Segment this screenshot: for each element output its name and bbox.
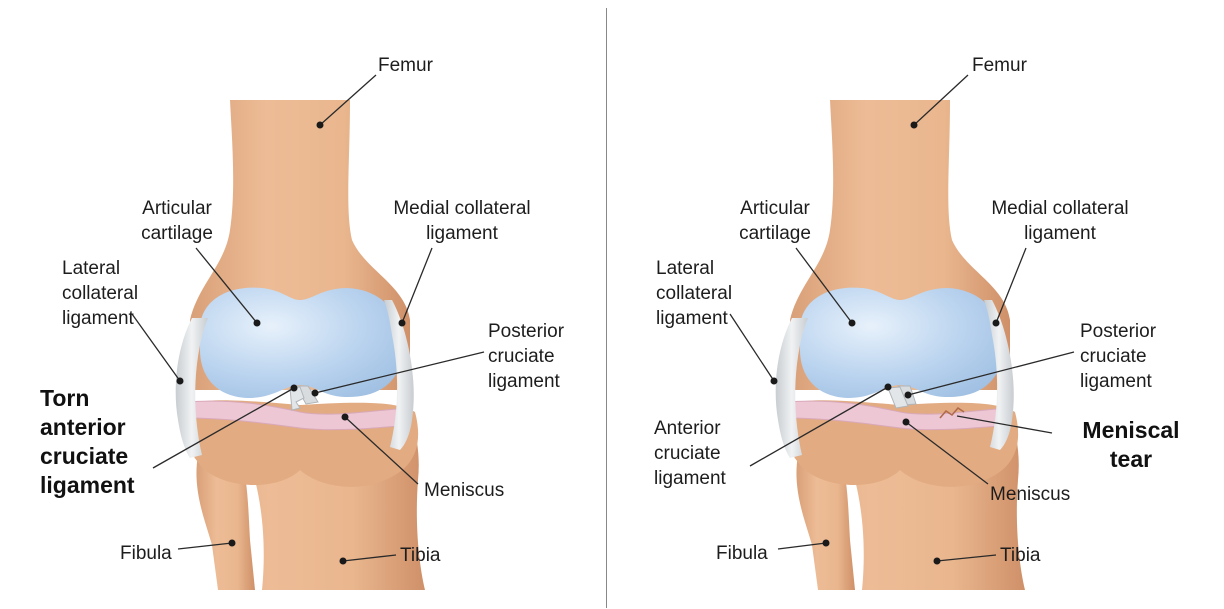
panel-divider: [606, 8, 607, 608]
anterior-cruciate-ligament-label: Anterior cruciate ligament: [654, 418, 726, 489]
medial-collateral-ligament-label: Medial collateral ligament: [393, 198, 531, 244]
left-leader-lines: [131, 74, 485, 562]
right-knee-illustration: [729, 74, 1075, 590]
left-leader-dots: [176, 121, 406, 565]
left-knee-illustration: [131, 74, 485, 590]
articular-cartilage-shape: [800, 287, 1004, 398]
lateral-collateral-ligament-shape: [175, 318, 208, 458]
medial-collateral-ligament-shape: [384, 300, 414, 450]
fibula-bone: [796, 455, 855, 590]
left-knee-panel: Femur Articular cartilage Medial collate…: [0, 0, 600, 609]
posterior-cruciate-ligament-label: Posterior cruciate ligament: [488, 321, 565, 392]
articular-cartilage-label: Articular cartilage: [739, 198, 811, 244]
torn-anterior-cruciate-ligament-label: Torn anterior cruciate ligament: [40, 385, 135, 498]
meniscus-label: Meniscus: [424, 480, 505, 501]
right-leader-dots: [770, 121, 1000, 565]
medial-collateral-ligament-label: Medial collateral ligament: [991, 198, 1129, 244]
anterior-cruciate-ligament-shape: [887, 386, 909, 409]
medial-collateral-ligament-shape: [984, 300, 1014, 450]
articular-cartilage-label: Articular cartilage: [141, 198, 213, 244]
meniscal-tear-label: Meniscal tear: [1082, 417, 1180, 472]
fibula-label: Fibula: [716, 543, 768, 564]
fibula-bone: [196, 455, 255, 590]
right-knee-panel: Femur Articular cartilage Medial collate…: [612, 0, 1212, 609]
meniscal-tear-crack: [939, 406, 965, 419]
lateral-collateral-ligament-label: Lateral collateral ligament: [656, 258, 733, 329]
femur-label: Femur: [972, 55, 1027, 76]
posterior-cruciate-ligament-label: Posterior cruciate ligament: [1080, 321, 1157, 392]
lateral-collateral-ligament-label: Lateral collateral ligament: [62, 258, 139, 329]
right-leader-lines: [729, 74, 1075, 562]
tibia-label: Tibia: [1000, 545, 1041, 566]
torn-acl-shape: [289, 386, 305, 411]
lateral-collateral-ligament-shape: [775, 318, 808, 458]
fibula-label: Fibula: [120, 543, 172, 564]
tibia-label: Tibia: [400, 545, 441, 566]
articular-cartilage-shape: [200, 287, 404, 398]
meniscus-label: Meniscus: [990, 484, 1071, 505]
femur-label: Femur: [378, 55, 433, 76]
